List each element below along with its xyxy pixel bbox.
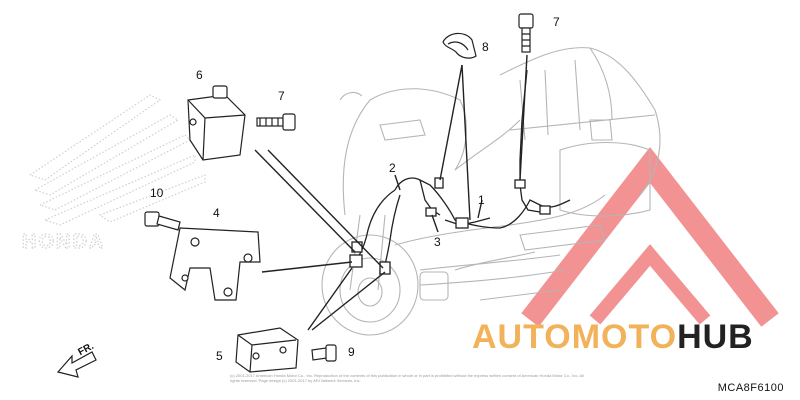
front-direction-arrow bbox=[56, 351, 97, 378]
callout-part-7-left: 7 bbox=[278, 89, 285, 103]
callout-part-6: 6 bbox=[196, 68, 203, 82]
callout-part-2: 2 bbox=[389, 161, 396, 175]
part-7-bolt-left bbox=[256, 113, 296, 131]
part-4-bracket bbox=[169, 227, 261, 301]
callout-part-4: 4 bbox=[213, 206, 220, 220]
automotohub-watermark: AUTOMOTOHUB bbox=[472, 318, 754, 357]
brand-part-2: HUB bbox=[677, 318, 754, 356]
leader-lines bbox=[254, 54, 528, 331]
callout-part-10: 10 bbox=[150, 186, 164, 200]
part-10-bolt bbox=[144, 211, 181, 231]
callout-part-7-top: 7 bbox=[553, 15, 560, 29]
callout-part-5: 5 bbox=[216, 349, 223, 363]
callout-part-1: 1 bbox=[478, 193, 485, 207]
brand-part-1: AUTOMOTO bbox=[472, 318, 678, 356]
part-5-cover bbox=[235, 327, 299, 373]
part-7-bolt-top bbox=[518, 13, 534, 53]
motorcycle-outline bbox=[321, 47, 661, 336]
callout-part-8: 8 bbox=[482, 40, 489, 54]
part-9-bolt bbox=[311, 344, 337, 362]
callout-part-9: 9 bbox=[348, 345, 355, 359]
part-8-clamp bbox=[442, 32, 477, 59]
callout-part-3: 3 bbox=[434, 235, 441, 249]
part-6-sensor bbox=[187, 85, 246, 161]
diagram-code: MCA8F6100 bbox=[717, 382, 784, 394]
svg-text:HONDA: HONDA bbox=[22, 231, 105, 253]
copyright-notice: (c) 2001-2017 American Honda Motor Co., … bbox=[230, 373, 584, 383]
